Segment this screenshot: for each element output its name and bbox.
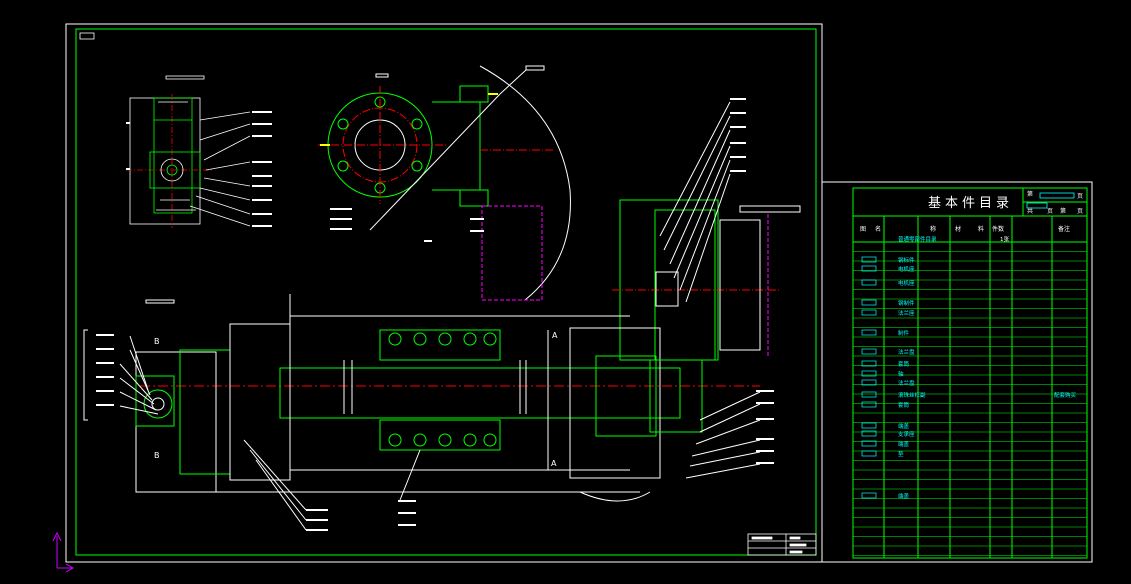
parts-row-name: 端盖 [898, 492, 910, 500]
parts-list-header-col5: 料 [978, 225, 984, 233]
parts-row-number-box [861, 360, 877, 367]
parts-row-name: 普通零部件目录 [898, 235, 937, 243]
parts-row-number-box [861, 370, 877, 377]
outer-sheet-border [65, 23, 823, 563]
parts-row-name: 法兰盘 [898, 379, 915, 387]
parts-row-number-box [861, 440, 877, 447]
section-label-a-bottom: A [551, 459, 557, 468]
parts-row-number-box [861, 265, 877, 272]
parts-row-number-box [861, 329, 877, 336]
parts-row-name: 套筒 [898, 360, 910, 368]
parts-list-corner-d: 页 [1047, 208, 1053, 215]
right-section-view [612, 98, 801, 361]
parts-row-number-box [861, 401, 877, 408]
parts-row-number-box [861, 430, 877, 437]
parts-row-name: 滚珠丝杠副 [898, 391, 926, 399]
parts-row-name: 法兰盘 [898, 348, 915, 356]
parts-row-qty: 1张 [1000, 235, 1009, 243]
sheet-corner-tag [79, 32, 95, 40]
parts-row-number-box [861, 348, 877, 355]
parts-row-name: 端盖 [898, 422, 910, 430]
title-block [747, 533, 817, 556]
parts-row-number-box [861, 391, 877, 398]
parts-row-number-box [861, 309, 877, 316]
parts-row-name: 垫 [898, 450, 904, 458]
section-label-b-bottom: B [154, 451, 160, 460]
parts-list-title: 基本件目录 [928, 196, 1014, 211]
flange-front-view [318, 65, 571, 301]
parts-row-name: 支承座 [898, 430, 915, 438]
section-label-a-top: A [552, 331, 558, 340]
parts-list-header-col4: 材 [955, 225, 961, 233]
parts-row-name: 钢制件 [898, 299, 915, 307]
parts-list-header-note: 备注 [1058, 225, 1070, 233]
section-label-b-top: B [154, 337, 160, 346]
parts-list-corner-b: 页 [1077, 193, 1083, 200]
parts-list-sheet [821, 181, 1093, 563]
parts-list-header-col6: 件数 [992, 225, 1004, 233]
parts-list-header-left: 图 [860, 226, 866, 233]
parts-list-corner-e: 第 [1060, 207, 1066, 215]
parts-list-header-col3: 称 [930, 225, 936, 233]
main-assembly-section [83, 294, 774, 531]
inner-sheet-border [75, 28, 817, 556]
parts-row-name: 套筒 [898, 401, 910, 409]
parts-row-number-box [861, 492, 877, 499]
parts-row-number-box [861, 450, 877, 457]
parts-row-name: 电机座 [898, 265, 915, 273]
parts-list-corner-c: 共 [1027, 207, 1033, 215]
parts-row-name: 电机座 [898, 279, 915, 287]
parts-row-number-box [861, 299, 877, 306]
parts-row-name: 轴 [898, 370, 904, 378]
parts-list-corner-f: 页 [1077, 208, 1083, 215]
parts-row-note: 配套购买 [1054, 391, 1077, 399]
top-left-detail-view [126, 75, 272, 228]
parts-row-name: 法兰座 [898, 309, 915, 317]
parts-row-name: 制件 [898, 329, 910, 337]
parts-row-number-box [861, 256, 877, 263]
parts-list-header-col2: 名 [875, 225, 881, 233]
parts-row-name: 端盖 [898, 440, 910, 448]
parts-row-name: 钢标件 [898, 256, 915, 264]
ucs-icon [52, 531, 75, 573]
parts-list-corner-a: 第 [1027, 190, 1033, 198]
parts-row-number-box [861, 379, 877, 386]
parts-row-number-box [861, 279, 877, 286]
parts-row-number-box [861, 422, 877, 429]
